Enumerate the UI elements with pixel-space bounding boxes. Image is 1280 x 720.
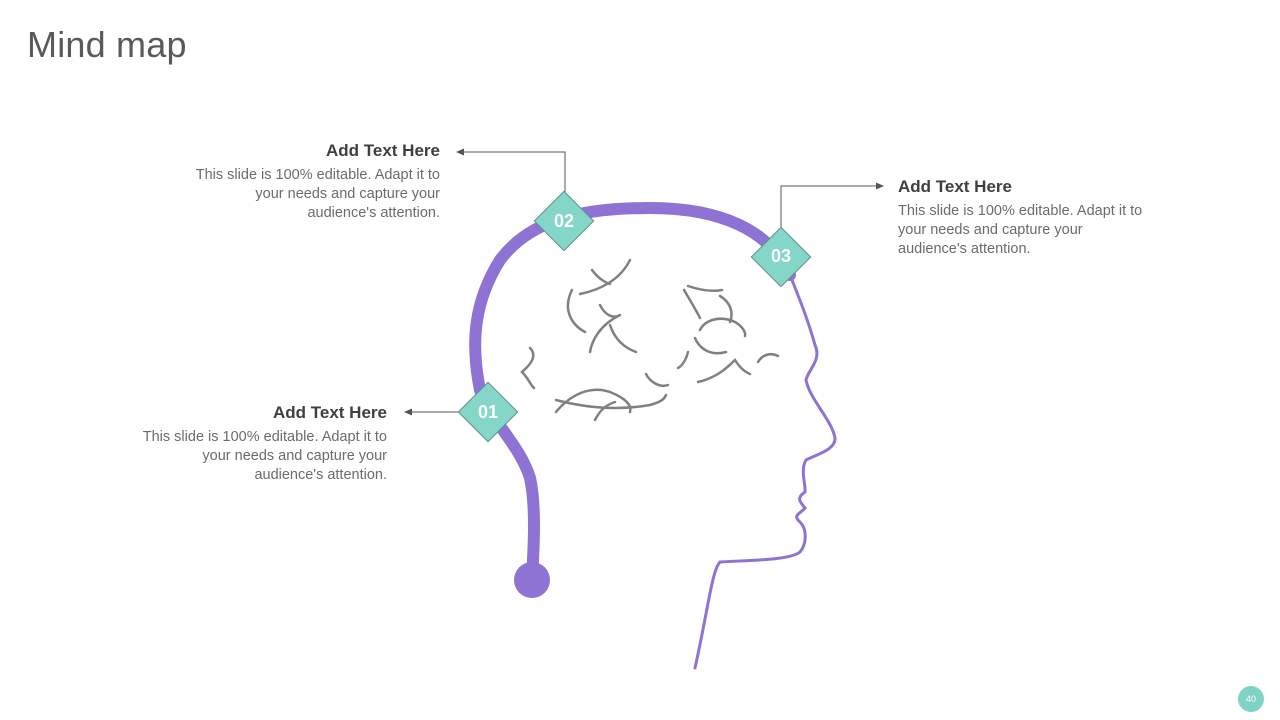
arrow-01-icon bbox=[404, 408, 412, 416]
connectors bbox=[410, 151, 878, 413]
block-03-body: This slide is 100% editable. Adapt it to… bbox=[898, 203, 1143, 257]
node-diamond-02 bbox=[533, 190, 595, 252]
block-02-body: This slide is 100% editable. Adapt it to… bbox=[195, 167, 440, 221]
head-outline-tail-dot bbox=[514, 562, 550, 598]
connector-02 bbox=[462, 151, 566, 192]
page-number-badge: 40 bbox=[1238, 686, 1264, 712]
node-diamond-01 bbox=[457, 381, 519, 443]
node-number-02: 02 bbox=[553, 211, 575, 231]
block-01-body: This slide is 100% editable. Adapt it to… bbox=[142, 429, 387, 483]
brain-doodles bbox=[520, 258, 780, 422]
text-block-01: Add Text Here This slide is 100% editabl… bbox=[137, 402, 387, 485]
page-title: Mind map bbox=[27, 24, 187, 65]
block-01-heading: Add Text Here bbox=[273, 403, 387, 422]
face-profile bbox=[693, 273, 837, 670]
block-03-heading: Add Text Here bbox=[898, 177, 1012, 196]
node-diamond-03 bbox=[750, 226, 812, 288]
node-number-01: 01 bbox=[477, 402, 499, 422]
nodes bbox=[457, 190, 812, 443]
arrow-03-icon bbox=[876, 182, 884, 190]
arrow-02-icon bbox=[456, 148, 464, 156]
node-number-03: 03 bbox=[770, 246, 792, 266]
block-02-heading: Add Text Here bbox=[326, 141, 440, 160]
text-block-03: Add Text Here This slide is 100% editabl… bbox=[898, 176, 1148, 259]
text-block-02: Add Text Here This slide is 100% editabl… bbox=[190, 140, 440, 223]
arrowheads bbox=[404, 148, 884, 416]
connector-03 bbox=[780, 185, 878, 227]
head-outline-arc bbox=[469, 201, 796, 584]
